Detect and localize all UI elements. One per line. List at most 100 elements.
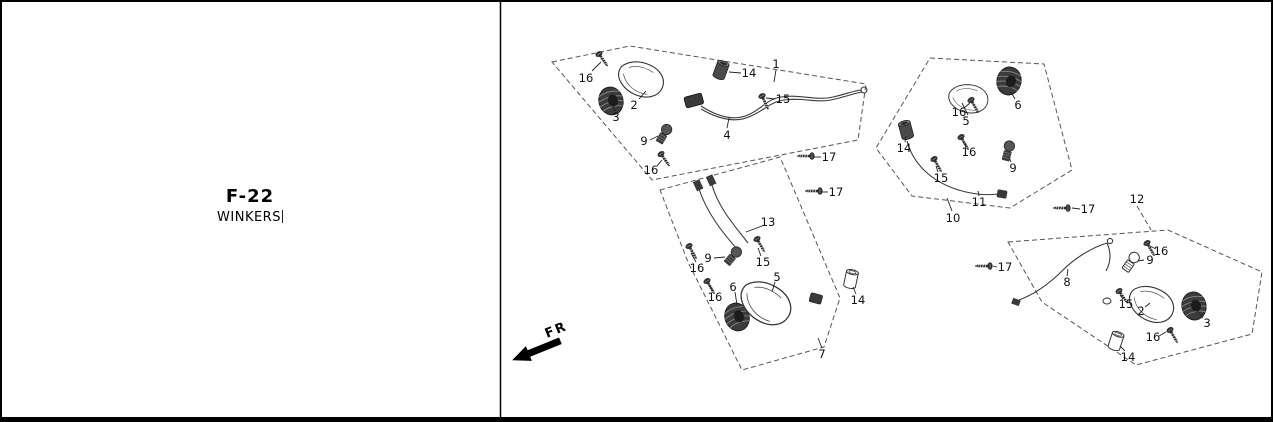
wire-11: [906, 140, 1008, 199]
part-callout-16: 16: [1146, 330, 1161, 344]
socket-14-left: [711, 58, 731, 82]
left-panel: F-22 WINKERS: [0, 0, 500, 417]
screw-17-icon: [795, 150, 816, 162]
callout-leader-14: [852, 286, 857, 295]
callout-leader-16: [1149, 245, 1157, 250]
callout-leader-17: [992, 265, 998, 268]
callout-leader-16: [962, 141, 967, 147]
part-callout-9: 9: [1146, 253, 1153, 267]
part-callout-14: 14: [742, 66, 757, 80]
callout-leader-5: [771, 281, 776, 293]
part-callout-8: 8: [1063, 275, 1070, 289]
bulb-9-bottom-right: [1120, 249, 1142, 274]
part-callout-12: 12: [1130, 192, 1145, 206]
callout-leader-6: [1010, 91, 1016, 100]
part-callout-14: 14: [851, 293, 866, 307]
leader-12-dashed: [1136, 205, 1152, 231]
part-callout-4: 4: [723, 128, 730, 142]
fr-direction-arrow: FR: [512, 319, 570, 361]
part-callout-6: 6: [729, 280, 736, 294]
screw-16-icon: [1164, 324, 1182, 347]
page-subtitle: WINKERS: [217, 210, 281, 225]
socket-14-mid: [842, 268, 860, 290]
part-callout-3: 3: [1203, 316, 1210, 330]
callout-leader-16: [708, 284, 714, 292]
part-callout-9: 9: [1009, 161, 1016, 175]
group-outline-front-right: [875, 57, 1073, 209]
part-callout-10: 10: [946, 211, 961, 225]
callout-leader-7: [817, 337, 823, 349]
callout-leader-16: [963, 102, 971, 109]
part-callout-16: 16: [690, 261, 705, 275]
callout-leader-2: [1144, 302, 1151, 308]
callout-leader-5: [961, 102, 969, 116]
callout-leader-11: [977, 190, 980, 197]
group-outline-front-left: [551, 45, 867, 181]
part-callout-14: 14: [1121, 350, 1136, 364]
part-callout-3: 3: [612, 110, 619, 124]
bottom-bar: [0, 417, 1273, 422]
callout-leader-17: [1071, 207, 1081, 210]
callout-leader-6: [734, 291, 738, 306]
callout-leader-16: [1158, 331, 1167, 337]
callout-leader-15: [1119, 294, 1124, 300]
part-callout-17: 17: [822, 150, 837, 164]
part-callout-15: 15: [776, 92, 791, 106]
callout-leader-15: [757, 247, 762, 257]
fr-label: FR: [543, 319, 570, 341]
screw-16-icon: [593, 48, 612, 70]
part-callout-15: 15: [756, 255, 771, 269]
callout-leader-16: [656, 159, 663, 167]
screw-16-icon: [655, 148, 674, 170]
parts-layer: [593, 48, 1210, 353]
callout-leader-4: [726, 117, 730, 129]
part-callout-15: 15: [934, 171, 949, 185]
part-callout-16: 16: [962, 145, 977, 159]
part-callout-15: 15: [1119, 297, 1134, 311]
title-block: F-22 WINKERS: [0, 186, 500, 225]
part-callout-14: 14: [897, 141, 912, 155]
callout-leader-14: [1119, 345, 1126, 352]
callout-leader-9: [1008, 156, 1012, 163]
part-callout-2: 2: [1137, 304, 1144, 318]
screw-15-icon: [751, 233, 769, 256]
page-code-title: F-22: [225, 186, 275, 207]
part-callout-13: 13: [761, 215, 776, 229]
part-callout-11: 11: [972, 195, 987, 209]
page-subtitle-row[interactable]: WINKERS: [0, 210, 500, 225]
part-callout-16: 16: [952, 105, 967, 119]
callout-leader-15: [935, 165, 939, 173]
connector-mid: [808, 292, 823, 305]
screw-17-icon: [973, 260, 994, 272]
fr-arrow-icon: [512, 337, 562, 361]
part-callout-9: 9: [640, 134, 647, 148]
callout-leader-15: [765, 97, 776, 100]
callout-leader-16: [690, 252, 697, 263]
winker-base-3-left: [595, 83, 627, 119]
part-callout-7: 7: [818, 347, 825, 361]
part-callout-16: 16: [708, 290, 723, 304]
group-outline-rear-left: [659, 156, 841, 371]
part-callout-5: 5: [962, 114, 969, 128]
group-outline-rear-right: [1007, 229, 1263, 366]
bulb-9-mid: [722, 244, 745, 268]
callout-leader-14: [904, 135, 907, 143]
part-callout-5: 5: [773, 270, 780, 284]
part-callout-16: 16: [1154, 244, 1169, 258]
callout-leader-16: [591, 61, 602, 72]
callout-leader-1: [773, 69, 777, 83]
wire-8: [1011, 237, 1114, 307]
part-callout-17: 17: [1081, 202, 1096, 216]
part-callout-1: 1: [772, 57, 779, 71]
callout-leader-14: [728, 71, 742, 74]
callout-leader-3: [611, 104, 616, 112]
winker-base-6-right: [993, 64, 1025, 98]
part-callout-16: 16: [644, 163, 659, 177]
callout-leader-9: [713, 256, 726, 259]
screw-17-icon: [1051, 202, 1072, 214]
callout-leader-13: [745, 225, 763, 233]
callout-leader-9: [1137, 259, 1145, 262]
